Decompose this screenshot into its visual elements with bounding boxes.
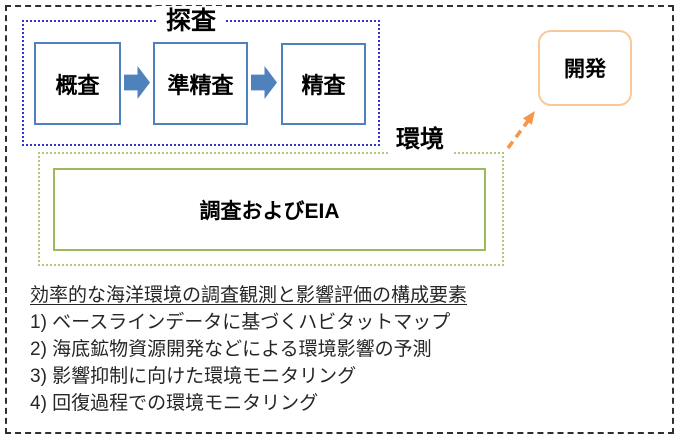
stage-label: 準精査 <box>167 72 234 98</box>
notes-heading: 効率的な海洋環境の調査観測と影響評価の構成要素 <box>30 285 468 306</box>
outer-dashed-frame <box>5 5 674 434</box>
stage-box-reconnaissance: 概査 <box>34 42 121 125</box>
exploration-group-label: 探査 <box>156 6 227 36</box>
notes-block: 効率的な海洋環境の調査観測と影響評価の構成要素 1) ベースラインデータに基づく… <box>30 282 500 417</box>
development-label: 開発 <box>564 58 606 81</box>
survey-and-eia-box: 調査およびEIA <box>53 168 486 251</box>
environment-group-label: 環境 <box>388 126 452 154</box>
development-box: 開発 <box>538 30 632 106</box>
notes-item-3: 3) 影響抑制に向けた環境モニタリング <box>30 366 357 387</box>
stage-box-semi-detailed-survey: 準精査 <box>153 42 248 125</box>
survey-and-eia-label: 調査およびEIA <box>199 199 340 223</box>
notes-item-2: 2) 海底鉱物資源開発などによる環境影響の予測 <box>30 339 432 360</box>
stage-box-detailed-survey: 精査 <box>281 43 366 125</box>
dashed-arrow-connector-icon <box>506 111 535 150</box>
stage-label: 概査 <box>55 72 100 98</box>
notes-item-4: 4) 回復過程での環境モニタリング <box>30 393 319 414</box>
stage-label: 精査 <box>301 73 346 98</box>
environment-group-box <box>38 152 504 266</box>
notes-item-1: 1) ベースラインデータに基づくハビタットマップ <box>30 312 451 333</box>
